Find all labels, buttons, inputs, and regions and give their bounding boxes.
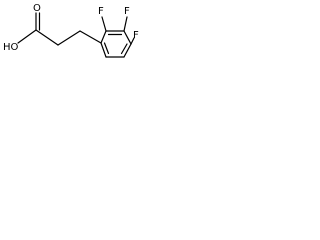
fluorine-para-label: F <box>133 30 139 41</box>
carbonyl-oxygen-label: O <box>33 3 41 14</box>
ring-bond-c1-c2 <box>100 30 107 44</box>
structural-formula: HO O F F F <box>3 3 139 58</box>
ring-double-bond-c4-c5 <box>120 43 128 55</box>
ring-bond-c6-c1 <box>100 42 107 58</box>
fluorine-ortho-label: F <box>98 6 104 17</box>
c-oh-bond <box>17 29 37 44</box>
hydroxyl-label: HO <box>3 42 19 53</box>
fluorine-meta-label: F <box>124 6 130 17</box>
ring-bond-c4-c5 <box>123 43 132 58</box>
chain-to-ring-bond <box>79 30 102 44</box>
ring-double-bond-c6-c1 <box>103 42 110 55</box>
chain-bond-2 <box>57 30 81 46</box>
c-f-bond-para <box>130 37 135 45</box>
c-f-bond-meta <box>123 16 128 32</box>
chain-bond-1 <box>35 29 59 46</box>
ring-bond-c3-c4 <box>123 30 132 45</box>
c-f-bond-ortho <box>101 16 107 32</box>
